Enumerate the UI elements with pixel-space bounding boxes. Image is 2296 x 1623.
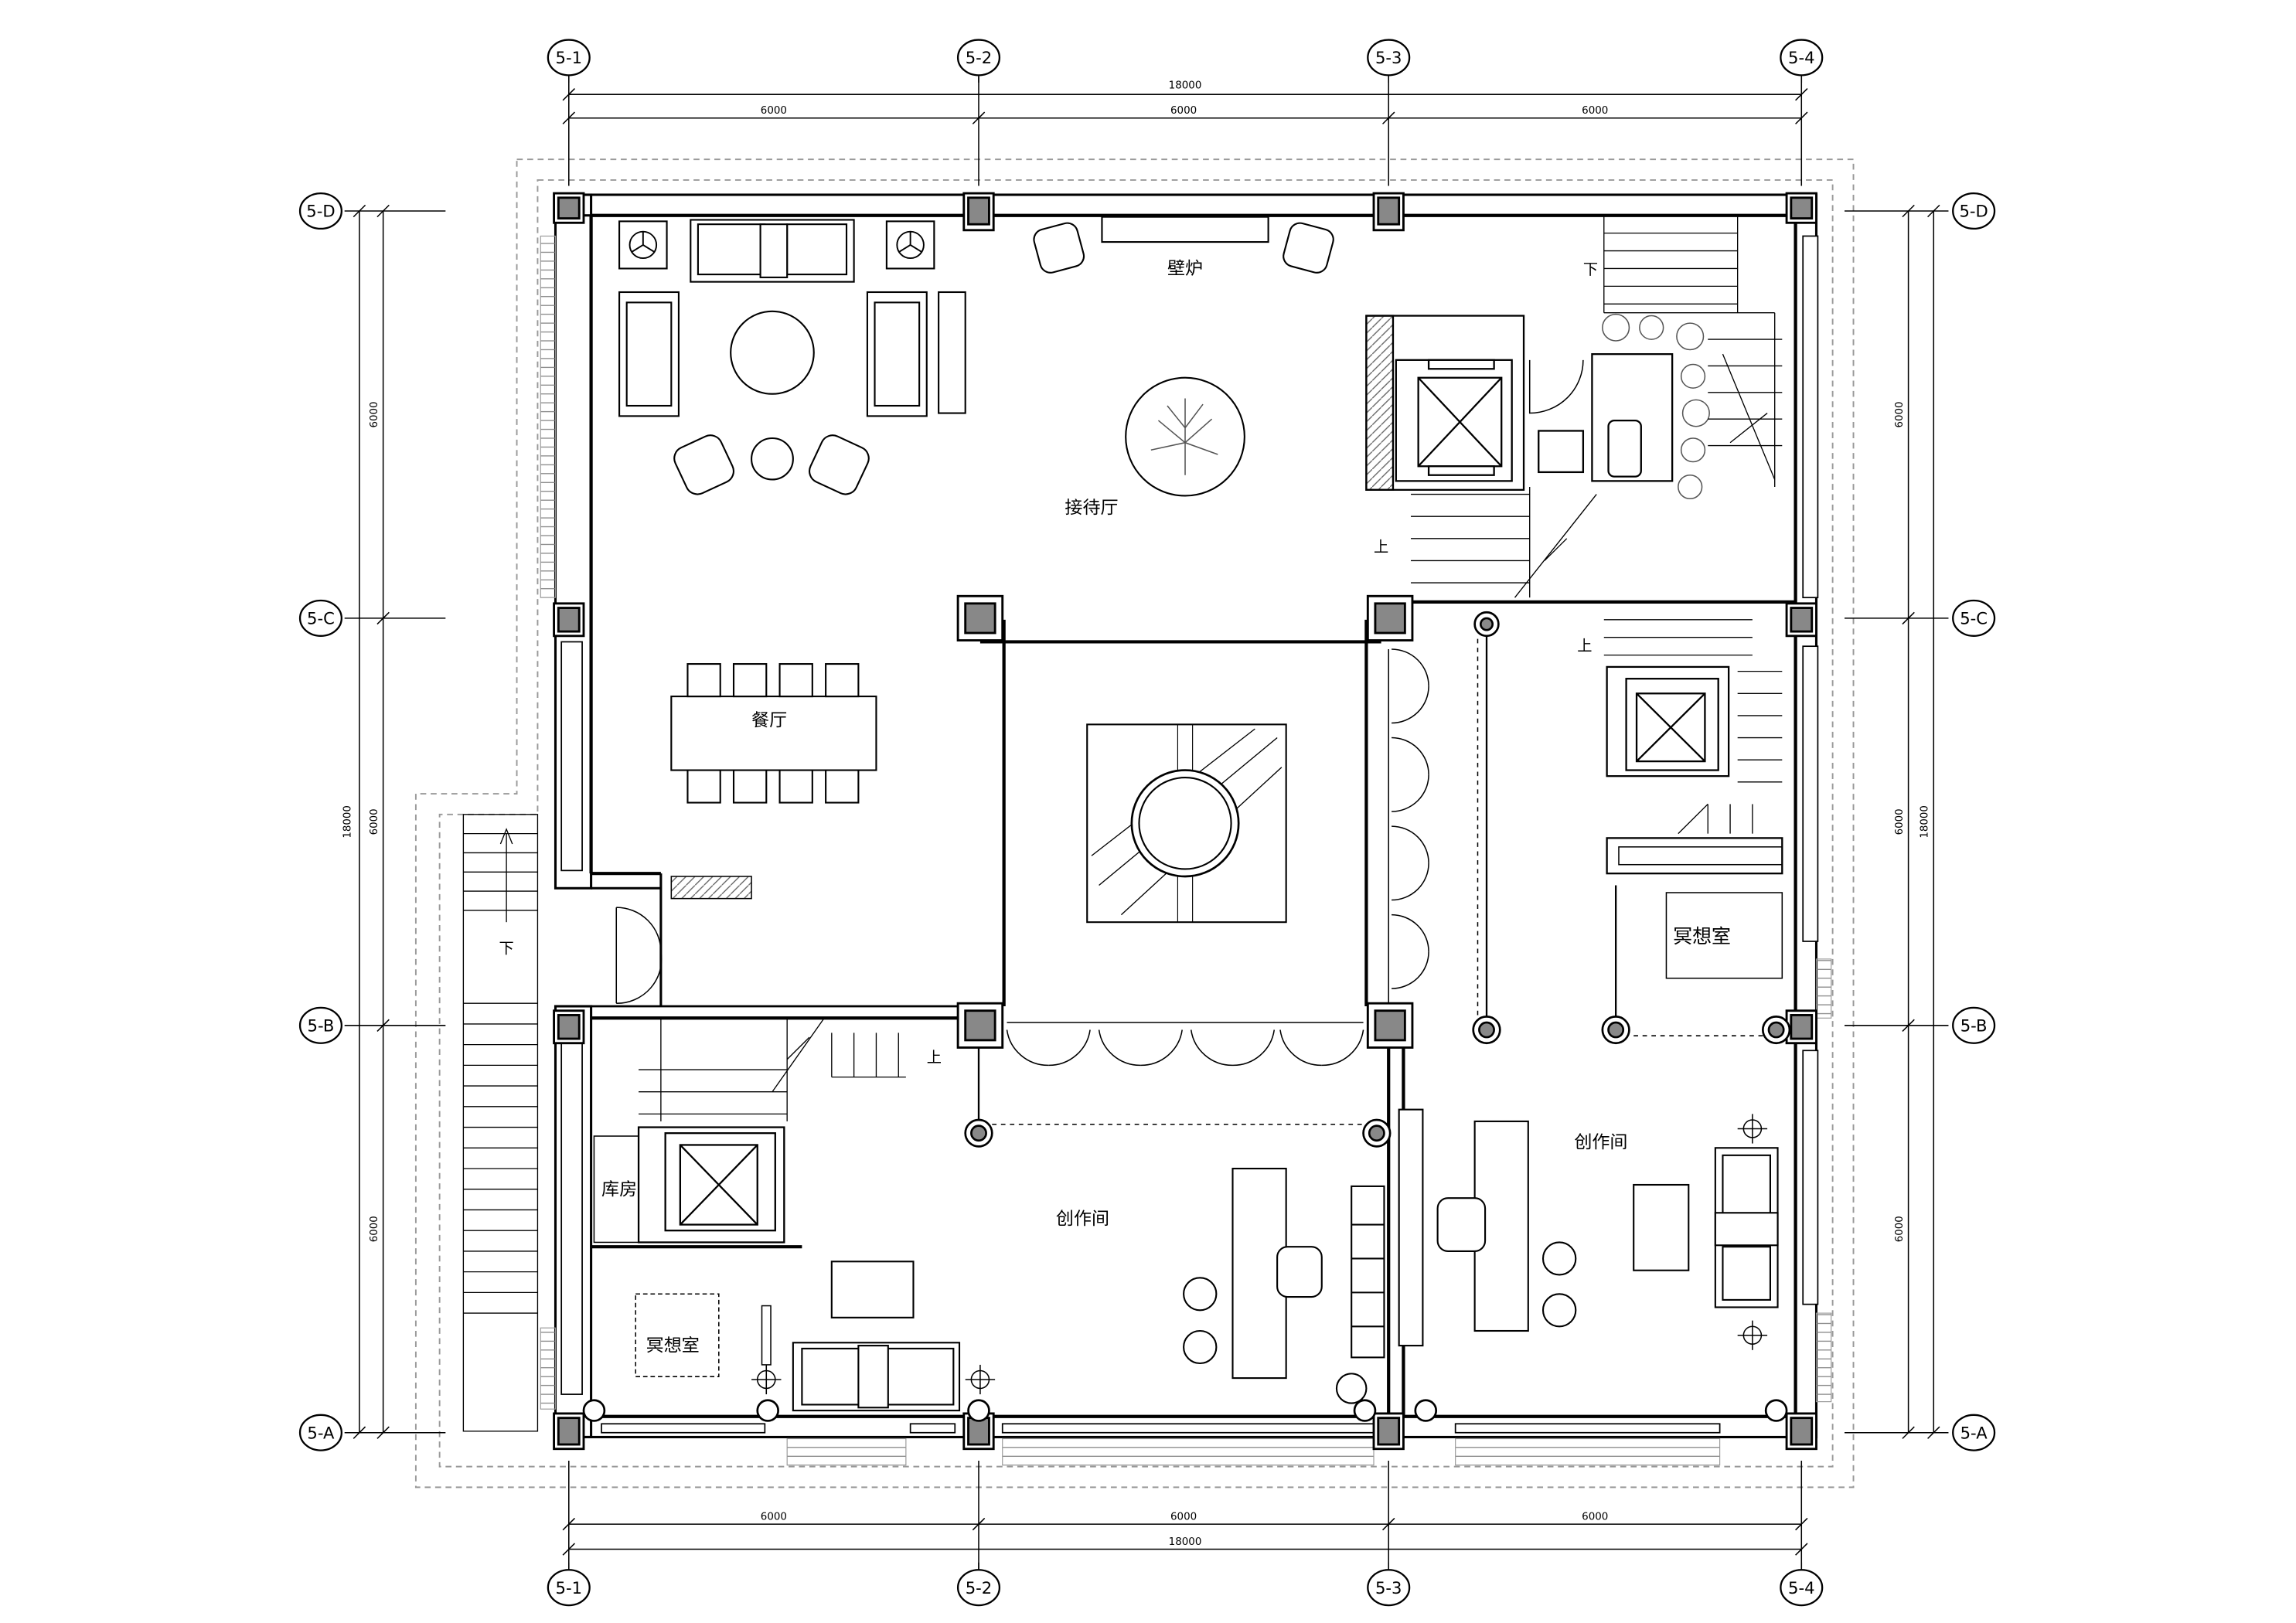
dim-top-total: 18000 [1169, 80, 1202, 92]
axis-label-top-5-3: 5-3 [1375, 48, 1402, 67]
stair-bottom-left [639, 1017, 906, 1121]
axis-label-right-5-B: 5-B [1960, 1016, 1988, 1036]
dim-bottom-span-2: 6000 [1170, 1511, 1197, 1523]
edge-ladders [540, 235, 1832, 1466]
plant-icon [1150, 398, 1218, 475]
label-studio-left: 创作间 [1056, 1210, 1109, 1230]
doors [615, 648, 1429, 1067]
label-studio-right: 创作间 [1574, 1132, 1627, 1152]
dimension-top [562, 77, 1808, 186]
dim-bottom-span-3: 6000 [1582, 1511, 1608, 1523]
elevator-core-mid-right [1606, 665, 1783, 875]
axis-label-left-5-A: 5-A [307, 1423, 335, 1442]
stair-mid-right [1603, 619, 1783, 835]
axis-label-left-5-C: 5-C [307, 609, 335, 628]
label-dining: 餐厅 [751, 710, 787, 730]
axis-label-left-5-B: 5-B [308, 1016, 335, 1036]
meditation-room-left-box [635, 1293, 720, 1377]
stair-label-down-exterior: 下 [499, 939, 513, 957]
elevator-core-bottom-left [593, 1126, 785, 1244]
dimension-left [344, 204, 446, 1439]
stair-label-up-core: 上 [1374, 538, 1388, 556]
dim-bottom-total: 18000 [1169, 1536, 1202, 1548]
dim-right-span-2: 6000 [1894, 808, 1906, 835]
dim-left-span-1: 6000 [369, 401, 380, 427]
dim-top-span-2: 6000 [1170, 105, 1197, 117]
dim-top-span-1: 6000 [761, 105, 787, 117]
dim-right-span-1: 6000 [1894, 401, 1906, 427]
dimension-right [1844, 204, 1949, 1439]
axis-label-top-5-4: 5-4 [1788, 48, 1814, 67]
axis-bubble-lines [568, 75, 1803, 1570]
axis-bubbles [298, 39, 1996, 1607]
label-meditation-right: 冥想室 [1673, 925, 1731, 948]
label-reception: 接待厅 [1065, 498, 1118, 518]
dim-right-total: 18000 [1920, 805, 1931, 838]
roof-outline [414, 158, 1855, 1489]
stair-label-up-bottom-left: 上 [927, 1049, 942, 1067]
axis-label-bottom-5-2: 5-2 [966, 1578, 992, 1597]
dim-left-total: 18000 [342, 805, 353, 838]
label-fireplace: 壁炉 [1167, 259, 1203, 279]
interior-walls [591, 600, 1796, 1417]
reception-furniture [618, 216, 1334, 497]
planter-strip [670, 876, 752, 900]
meditation-room-right-box [1665, 892, 1783, 979]
axis-label-bottom-5-4: 5-4 [1788, 1578, 1814, 1597]
lamp-icons [629, 230, 925, 260]
post-links [977, 635, 1617, 1120]
dining-furniture [670, 663, 877, 804]
dim-top-span-3: 6000 [1582, 105, 1608, 117]
window-strips [560, 235, 1819, 1434]
label-storage: 库房 [601, 1179, 637, 1199]
axis-label-right-5-D: 5-D [1959, 202, 1988, 221]
studio-right-furniture [1398, 1108, 1779, 1347]
axis-label-left-5-D: 5-D [306, 202, 335, 221]
dim-left-span-3: 6000 [369, 1216, 380, 1242]
axis-label-right-5-A: 5-A [1960, 1423, 1988, 1442]
stair-label-up-mid-right: 上 [1577, 637, 1592, 655]
dim-bottom-span-1: 6000 [761, 1511, 787, 1523]
atrium [1086, 723, 1287, 924]
dim-left-span-2: 6000 [369, 808, 380, 835]
dimension-bottom [562, 1461, 1808, 1570]
axis-label-top-5-2: 5-2 [966, 48, 992, 67]
elevator-core-top [1365, 315, 1674, 491]
stair-top-right [1411, 215, 1783, 598]
stair-label-down-top-right: 下 [1583, 260, 1598, 278]
axis-label-bottom-5-3: 5-3 [1375, 1578, 1402, 1597]
shrubs-top-right [1602, 313, 1710, 500]
dashed-partitions [992, 638, 1765, 1125]
dim-right-span-3: 6000 [1894, 1216, 1906, 1242]
axis-label-top-5-1: 5-1 [556, 48, 582, 67]
crosshair-markers [751, 1114, 1768, 1395]
columns [553, 192, 1817, 1451]
round-posts [582, 611, 1791, 1422]
studio-left-furniture [792, 1167, 1385, 1412]
stair-exterior-left [462, 814, 539, 1432]
axis-label-bottom-5-1: 5-1 [556, 1578, 582, 1597]
axis-label-right-5-C: 5-C [1960, 609, 1988, 628]
label-meditation-left: 冥想室 [646, 1336, 700, 1356]
